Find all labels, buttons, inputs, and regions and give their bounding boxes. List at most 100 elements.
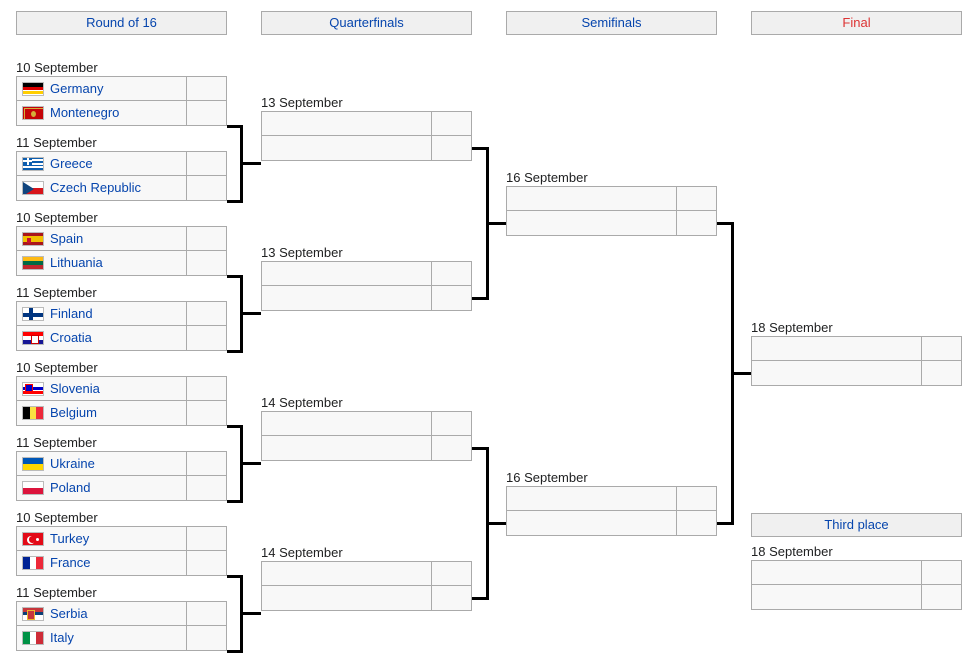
r16-match-6-team-cell[interactable]: Poland (16, 476, 187, 501)
sf-match-2-score-cell[interactable] (677, 511, 717, 536)
r16-match-6-team-cell[interactable]: Ukraine (16, 451, 187, 476)
r16-match-5-row[interactable]: Belgium (16, 401, 227, 426)
qf-match-2-row[interactable] (261, 286, 472, 311)
qf-match-2-score-cell[interactable] (432, 261, 472, 286)
r16-match-4-score-cell[interactable] (187, 326, 227, 351)
r16-match-3-score-cell[interactable] (187, 226, 227, 251)
r16-match-7-score-cell[interactable] (187, 551, 227, 576)
sf-match-1-score-cell[interactable] (677, 186, 717, 211)
qf-match-1-row[interactable] (261, 136, 472, 161)
r16-match-5-row[interactable]: Slovenia (16, 376, 227, 401)
third-place-header[interactable]: Third place (751, 513, 962, 537)
r16-match-2-score-cell[interactable] (187, 151, 227, 176)
r16-match-4-row[interactable]: Croatia (16, 326, 227, 351)
qf-match-2-row[interactable] (261, 261, 472, 286)
r16-match-2-row[interactable]: Czech Republic (16, 176, 227, 201)
qf-match-4-row[interactable] (261, 586, 472, 611)
qf-match-3-score-cell[interactable] (432, 411, 472, 436)
r16-match-7-row[interactable]: France (16, 551, 227, 576)
r16-match-1-score-cell[interactable] (187, 76, 227, 101)
r16-match-4-score-cell[interactable] (187, 301, 227, 326)
sf-match-1-row[interactable] (506, 211, 717, 236)
third-place-match-score-cell[interactable] (922, 585, 962, 610)
final-match-score-cell[interactable] (922, 361, 962, 386)
r16-match-5-team-cell[interactable]: Belgium (16, 401, 187, 426)
r16-match-3-team-cell[interactable]: Lithuania (16, 251, 187, 276)
third-place-match-team-cell[interactable] (751, 585, 922, 610)
qf-match-3-row[interactable] (261, 411, 472, 436)
r16-match-3-row[interactable]: Lithuania (16, 251, 227, 276)
final-match-team-cell[interactable] (751, 361, 922, 386)
qf-match-3-team-cell[interactable] (261, 411, 432, 436)
qf-match-2-team-cell[interactable] (261, 286, 432, 311)
qf-match-3-score-cell[interactable] (432, 436, 472, 461)
r16-match-5-score-cell[interactable] (187, 376, 227, 401)
sf-match-2-team-cell[interactable] (506, 511, 677, 536)
r16-match-7-team-cell[interactable]: France (16, 551, 187, 576)
qf-match-3-row[interactable] (261, 436, 472, 461)
r16-match-3-row[interactable]: Spain (16, 226, 227, 251)
r16-match-7-team-cell[interactable]: Turkey (16, 526, 187, 551)
sf-match-2-score-cell[interactable] (677, 486, 717, 511)
r16-match-8-row[interactable]: Italy (16, 626, 227, 651)
r16-match-8-row[interactable]: Serbia (16, 601, 227, 626)
third-place-match-team-cell[interactable] (751, 560, 922, 585)
qf-match-2-team-cell[interactable] (261, 261, 432, 286)
r16-match-2-team-cell[interactable]: Czech Republic (16, 176, 187, 201)
r16-match-1-team-cell[interactable]: Germany (16, 76, 187, 101)
sf-match-2-row[interactable] (506, 486, 717, 511)
r16-match-6-score-cell[interactable] (187, 476, 227, 501)
round-header-semifinals[interactable]: Semifinals (506, 11, 717, 35)
round-header-final[interactable]: Final (751, 11, 962, 35)
r16-match-2-row[interactable]: Greece (16, 151, 227, 176)
final-match-score-cell[interactable] (922, 336, 962, 361)
qf-match-4-score-cell[interactable] (432, 586, 472, 611)
r16-match-4-row[interactable]: Finland (16, 301, 227, 326)
third-place-match-row[interactable] (751, 585, 962, 610)
r16-match-8-score-cell[interactable] (187, 626, 227, 651)
third-place-match-score-cell[interactable] (922, 560, 962, 585)
qf-match-1-team-cell[interactable] (261, 136, 432, 161)
r16-match-3-score-cell[interactable] (187, 251, 227, 276)
r16-match-8-score-cell[interactable] (187, 601, 227, 626)
r16-match-6-row[interactable]: Ukraine (16, 451, 227, 476)
sf-match-1-row[interactable] (506, 186, 717, 211)
final-match-row[interactable] (751, 361, 962, 386)
r16-match-1-team-cell[interactable]: Montenegro (16, 101, 187, 126)
qf-match-1-score-cell[interactable] (432, 111, 472, 136)
qf-match-4-team-cell[interactable] (261, 586, 432, 611)
r16-match-6-score-cell[interactable] (187, 451, 227, 476)
r16-match-2-team-cell[interactable]: Greece (16, 151, 187, 176)
final-match-team-cell[interactable] (751, 336, 922, 361)
qf-match-1-team-cell[interactable] (261, 111, 432, 136)
qf-match-4-row[interactable] (261, 561, 472, 586)
r16-match-7-row[interactable]: Turkey (16, 526, 227, 551)
final-match-row[interactable] (751, 336, 962, 361)
sf-match-1-team-cell[interactable] (506, 211, 677, 236)
r16-match-6-row[interactable]: Poland (16, 476, 227, 501)
qf-match-2-score-cell[interactable] (432, 286, 472, 311)
r16-match-7-score-cell[interactable] (187, 526, 227, 551)
round-header-quarterfinals[interactable]: Quarterfinals (261, 11, 472, 35)
qf-match-1-row[interactable] (261, 111, 472, 136)
r16-match-5-score-cell[interactable] (187, 401, 227, 426)
sf-match-1-team-cell[interactable] (506, 186, 677, 211)
sf-match-2-row[interactable] (506, 511, 717, 536)
r16-match-8-team-cell[interactable]: Italy (16, 626, 187, 651)
third-place-match-row[interactable] (751, 560, 962, 585)
sf-match-1-score-cell[interactable] (677, 211, 717, 236)
r16-match-1-row[interactable]: Montenegro (16, 101, 227, 126)
sf-match-2-team-cell[interactable] (506, 486, 677, 511)
round-header-round-of-16[interactable]: Round of 16 (16, 11, 227, 35)
qf-match-4-score-cell[interactable] (432, 561, 472, 586)
qf-match-3-team-cell[interactable] (261, 436, 432, 461)
r16-match-5-team-cell[interactable]: Slovenia (16, 376, 187, 401)
r16-match-4-team-cell[interactable]: Croatia (16, 326, 187, 351)
r16-match-1-row[interactable]: Germany (16, 76, 227, 101)
r16-match-2-score-cell[interactable] (187, 176, 227, 201)
r16-match-4-team-cell[interactable]: Finland (16, 301, 187, 326)
r16-match-3-team-cell[interactable]: Spain (16, 226, 187, 251)
r16-match-1-score-cell[interactable] (187, 101, 227, 126)
qf-match-4-team-cell[interactable] (261, 561, 432, 586)
r16-match-8-team-cell[interactable]: Serbia (16, 601, 187, 626)
